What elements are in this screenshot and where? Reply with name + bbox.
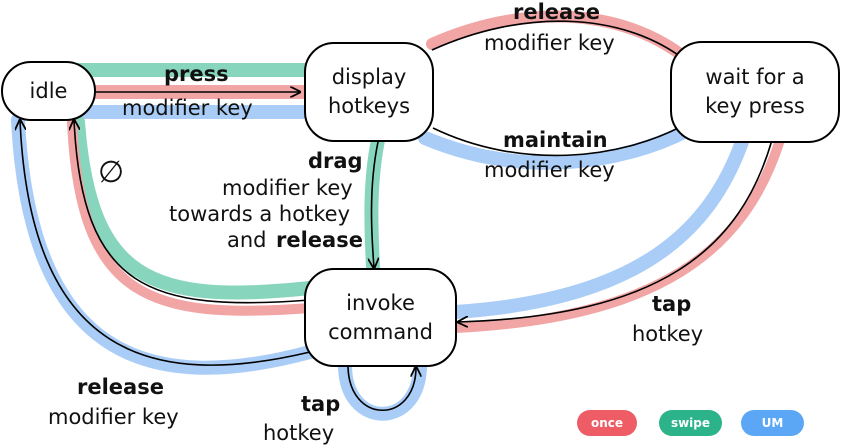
label-tap-bottom: tap	[301, 392, 341, 416]
label-press-modifier: modifier key	[122, 96, 253, 120]
node-wait-key-press-label: wait for a key press	[705, 65, 805, 118]
label-release-bottom: release	[77, 375, 164, 399]
legend-swipe: swipe	[659, 410, 722, 436]
arrow-display-to-invoke-drag	[372, 141, 379, 268]
arrow-invoke-to-idle-inner	[74, 120, 311, 304]
band-once-invoke-idle	[67, 117, 315, 316]
label-drag-line1: modifier key	[222, 176, 353, 200]
arrow-invoke-to-idle-outer	[20, 120, 311, 366]
transition-arrows	[20, 20, 773, 412]
arrow-display-to-wait-maintain	[432, 124, 686, 157]
label-tap-right: tap	[652, 292, 692, 316]
node-display-hotkeys: display hotkeys	[304, 42, 434, 142]
node-idle-label: idle	[29, 78, 68, 103]
label-press: press	[164, 62, 229, 86]
band-um-self-loop	[338, 358, 427, 421]
node-wait-key-press: wait for a key press	[670, 41, 840, 143]
label-tap-right-hotkey: hotkey	[632, 322, 704, 346]
arrow-wait-to-invoke-tap	[458, 139, 773, 322]
band-once-wait-invoke	[450, 135, 785, 333]
node-invoke-command-label: invoke command	[328, 290, 433, 344]
label-tap-bottom-hotkey: hotkey	[263, 421, 335, 445]
label-empty-set: ∅	[98, 155, 125, 190]
label-drag-line2: towards a hotkey	[169, 202, 351, 226]
band-um-wait-invoke	[448, 135, 749, 319]
label-release-bottom-modifier: modifier key	[48, 405, 179, 429]
band-um-invoke-idle	[11, 113, 317, 375]
arrow-display-to-wait-release	[431, 20, 685, 60]
label-release-top: release	[513, 0, 600, 24]
node-display-hotkeys-label: display hotkeys	[327, 65, 411, 118]
label-drag: drag	[308, 149, 363, 173]
node-invoke-command: invoke command	[304, 268, 457, 367]
legend-once: once	[577, 410, 637, 436]
band-once-display-wait	[426, 10, 694, 66]
label-maintain: maintain	[503, 128, 608, 152]
label-release-top-modifier: modifier key	[484, 31, 615, 55]
label-maintain-modifier: modifier key	[484, 158, 615, 182]
label-drag-release: release	[276, 228, 363, 252]
legend-um: UM	[741, 410, 804, 436]
arrow-invoke-self-loop	[347, 364, 416, 412]
label-drag-and: and	[227, 228, 267, 252]
band-swipe-invoke-idle	[71, 115, 317, 300]
band-um-display-wait	[418, 123, 695, 170]
node-idle: idle	[1, 61, 96, 121]
